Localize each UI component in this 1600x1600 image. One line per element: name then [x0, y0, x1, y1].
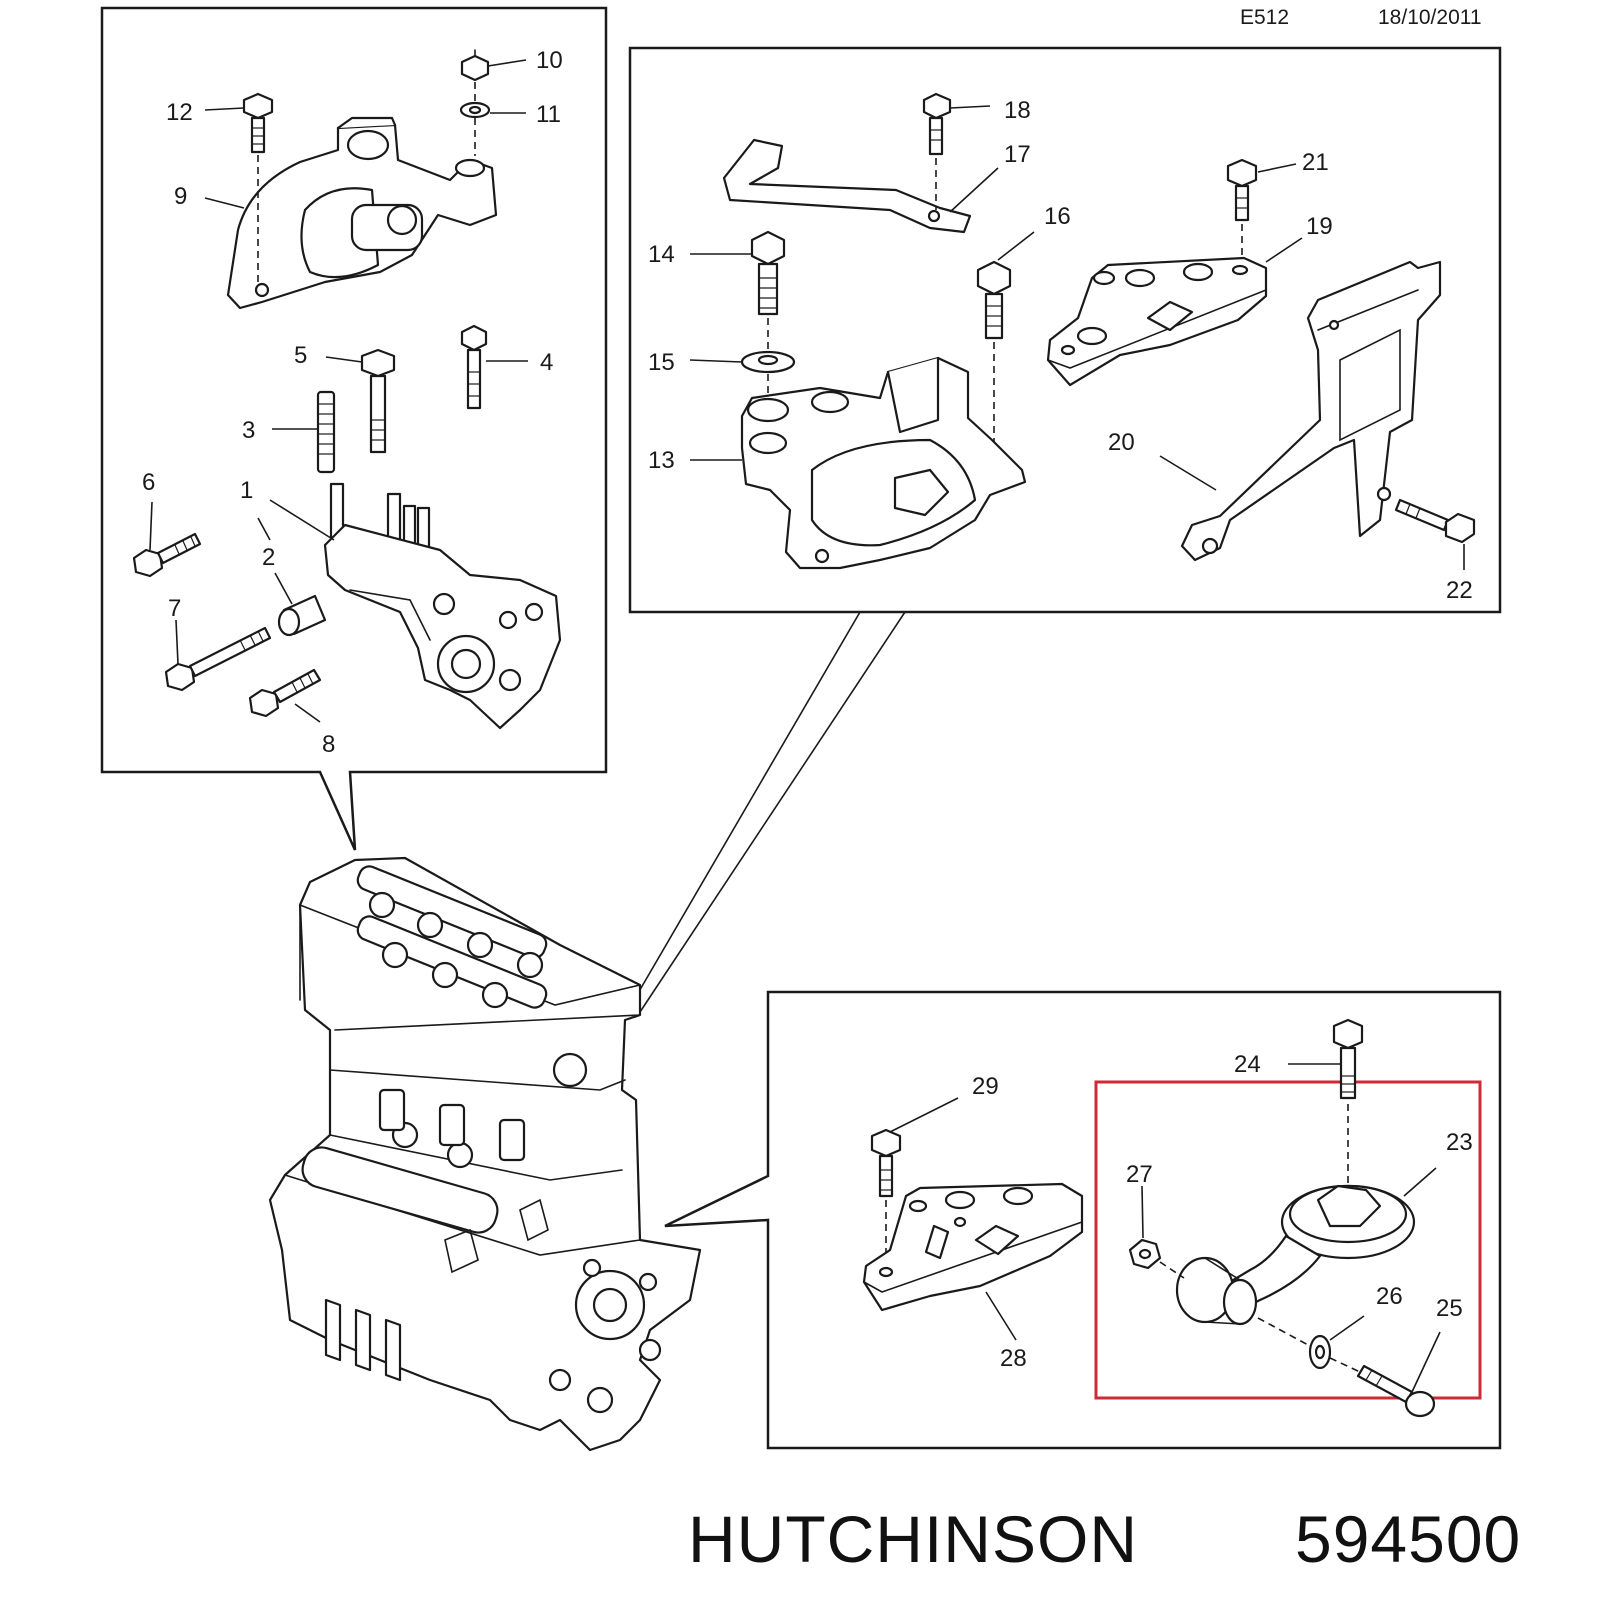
callout-10: 10 [536, 47, 563, 74]
callout-2: 2 [262, 544, 275, 571]
callout-26: 26 [1376, 1283, 1403, 1310]
washer-part-11 [459, 82, 491, 156]
callout-13: 13 [648, 447, 675, 474]
callout-14: 14 [648, 241, 675, 268]
callout-1: 1 [240, 477, 253, 504]
screw-part-12 [242, 92, 274, 285]
callout-24: 24 [1234, 1051, 1261, 1078]
callout-3: 3 [242, 417, 255, 444]
callout-20: 20 [1108, 429, 1135, 456]
torque-rod-mount-part-23 [1175, 1184, 1416, 1326]
callout-21: 21 [1302, 149, 1329, 176]
engine-mount-bracket-part-9 [226, 116, 498, 310]
bolt-part-21 [1226, 158, 1258, 268]
callout-17: 17 [1004, 141, 1031, 168]
callout-27: 27 [1126, 1161, 1153, 1188]
callout-9: 9 [174, 183, 187, 210]
bolt-part-14 [750, 230, 786, 316]
callout-18: 18 [1004, 97, 1031, 124]
detail-panel-left [100, 6, 608, 851]
bolt-part-25 [1356, 1364, 1436, 1418]
detail-panel-lower-right [664, 990, 1502, 1450]
callout-6: 6 [142, 469, 155, 496]
callout-labels: 1 2 3 4 5 6 7 8 9 10 11 12 13 14 15 16 1… [142, 47, 1473, 1372]
brand-name: HUTCHINSON [688, 1502, 1138, 1576]
callout-11: 11 [536, 101, 561, 128]
callout-7: 7 [168, 595, 181, 622]
callout-8: 8 [322, 731, 335, 758]
washer-part-26 [1257, 1317, 1361, 1373]
callout-12: 12 [166, 99, 193, 126]
nut-part-10 [460, 49, 490, 82]
bolt-part-29 [870, 1128, 902, 1268]
bracket-plate-part-19 [1046, 256, 1268, 387]
support-arm-part-20 [1180, 260, 1442, 562]
bolt-part-22 [1394, 498, 1476, 544]
bolt-part-7 [164, 626, 272, 692]
drawing-code: E512 [1240, 6, 1289, 29]
stay-bar-part-17 [722, 138, 972, 234]
bolt-part-18 [922, 92, 952, 210]
stud-part-3 [316, 390, 336, 474]
sleeve-part-2 [277, 594, 327, 637]
bolt-part-8 [248, 668, 322, 718]
engine-mount-part-13 [740, 356, 1027, 570]
bolt-part-24 [1332, 1018, 1364, 1190]
callout-28: 28 [1000, 1345, 1027, 1372]
callout-25: 25 [1436, 1295, 1463, 1322]
bracket-plate-part-28 [862, 1182, 1084, 1312]
part-number: 594500 [1295, 1502, 1521, 1576]
bolt-part-5 [360, 348, 396, 454]
detail-panel-upper-right [628, 46, 1502, 1013]
callout-4: 4 [540, 349, 553, 376]
highlighted-part-box [1094, 1080, 1482, 1400]
callout-5: 5 [294, 342, 307, 369]
callout-19: 19 [1306, 213, 1333, 240]
callout-29: 29 [972, 1073, 999, 1100]
engine-bracket-part-1 [323, 482, 562, 730]
callout-23: 23 [1446, 1129, 1473, 1156]
bolt-part-6 [132, 532, 202, 578]
callout-22: 22 [1446, 577, 1473, 604]
engine-block-illustration [268, 856, 702, 1452]
bolt-part-4 [460, 324, 488, 410]
callout-16: 16 [1044, 203, 1071, 230]
drawing-date: 18/10/2011 [1378, 6, 1482, 29]
nut-part-27 [1128, 1238, 1185, 1279]
callout-15: 15 [648, 349, 675, 376]
